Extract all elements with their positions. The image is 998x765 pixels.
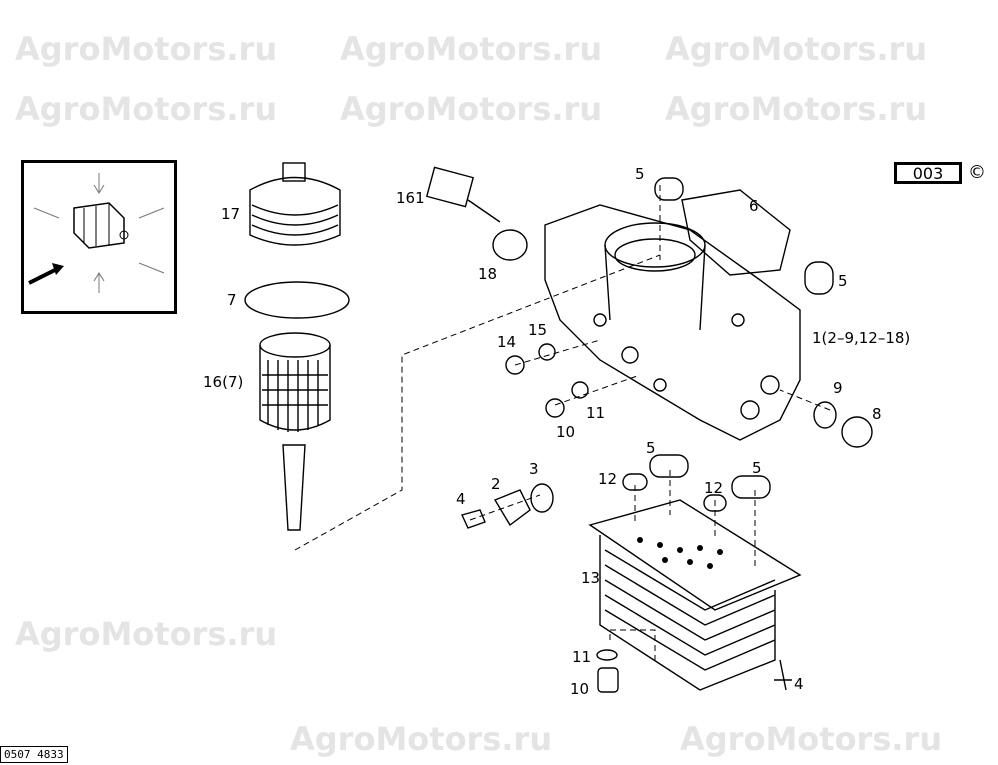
watermark: AgroMotors.ru	[15, 615, 277, 653]
part-4-screw	[774, 659, 792, 691]
callout-2: 2	[491, 475, 501, 493]
reference-number-box: 003	[894, 162, 962, 184]
orientation-inset	[21, 160, 177, 314]
callout-11: 11	[586, 404, 605, 422]
callout-3: 3	[529, 460, 539, 478]
watermark: AgroMotors.ru	[340, 90, 602, 128]
callout-5: 5	[838, 272, 848, 290]
part-2-cover	[493, 489, 531, 527]
part-6-gasket	[681, 189, 791, 276]
drawing-code: 0507 4833	[0, 746, 68, 763]
callout-7: 7	[227, 291, 237, 309]
part-10-plug	[597, 667, 619, 693]
callout-12: 12	[598, 470, 617, 488]
part-12-seal	[703, 494, 727, 512]
callout-4: 4	[456, 490, 466, 508]
watermarks: AgroMotors.ru AgroMotors.ru AgroMotors.r…	[15, 30, 942, 758]
callout-5: 5	[646, 439, 656, 457]
part-11-ring	[596, 649, 618, 661]
part-4-screw	[461, 509, 486, 529]
callout-17: 17	[221, 205, 240, 223]
part-17-filter-cap	[249, 162, 341, 246]
part-15-ring	[538, 343, 556, 361]
watermark: AgroMotors.ru	[665, 30, 927, 68]
part-18-plug	[492, 229, 528, 261]
part-1-housing	[544, 204, 801, 441]
part-8-plug	[841, 416, 873, 448]
callout-161: 161	[396, 189, 425, 207]
callout-14: 14	[497, 333, 516, 351]
callout-5: 5	[635, 165, 645, 183]
callout-4: 4	[794, 675, 804, 693]
part-16-filter-element	[259, 332, 331, 531]
watermark: AgroMotors.ru	[680, 720, 942, 758]
callout-6: 6	[749, 197, 759, 215]
callouts: 161 17 5 6 5 18 7 1(2–9,12–18) 14 15 16(…	[203, 165, 910, 698]
part-5-seal	[804, 261, 834, 295]
engine-orientation-icon	[28, 173, 165, 293]
part-13-oil-cooler	[588, 499, 802, 691]
part-14-plug	[505, 355, 525, 375]
part-3-ring	[530, 483, 554, 513]
watermark: AgroMotors.ru	[665, 90, 927, 128]
part-5-seal	[731, 475, 771, 499]
callout-18: 18	[478, 265, 497, 283]
callout-5: 5	[752, 459, 762, 477]
part-7-o-ring	[244, 281, 350, 319]
part-5-seal	[649, 454, 689, 478]
callout-8: 8	[872, 405, 882, 423]
part-5-seal	[654, 177, 684, 201]
callout-15: 15	[528, 321, 547, 339]
callout-12: 12	[704, 479, 723, 497]
callout-13: 13	[581, 569, 600, 587]
callout-10: 10	[570, 680, 589, 698]
copyright-icon: ©	[968, 162, 986, 183]
callout-1: 1(2–9,12–18)	[812, 329, 910, 347]
watermark: AgroMotors.ru	[290, 720, 552, 758]
callout-11: 11	[572, 648, 591, 666]
assembly-lines	[294, 185, 831, 660]
watermark: AgroMotors.ru	[15, 30, 277, 68]
part-10-plug	[545, 398, 565, 418]
part-12-seal	[622, 473, 648, 491]
callout-16: 16(7)	[203, 373, 243, 391]
callout-9: 9	[833, 379, 843, 397]
part-11-ring	[571, 381, 589, 399]
part-9-ring	[813, 401, 837, 429]
callout-10: 10	[556, 423, 575, 441]
part-161-sensor	[425, 166, 501, 223]
watermark: AgroMotors.ru	[15, 90, 277, 128]
watermark: AgroMotors.ru	[340, 30, 602, 68]
